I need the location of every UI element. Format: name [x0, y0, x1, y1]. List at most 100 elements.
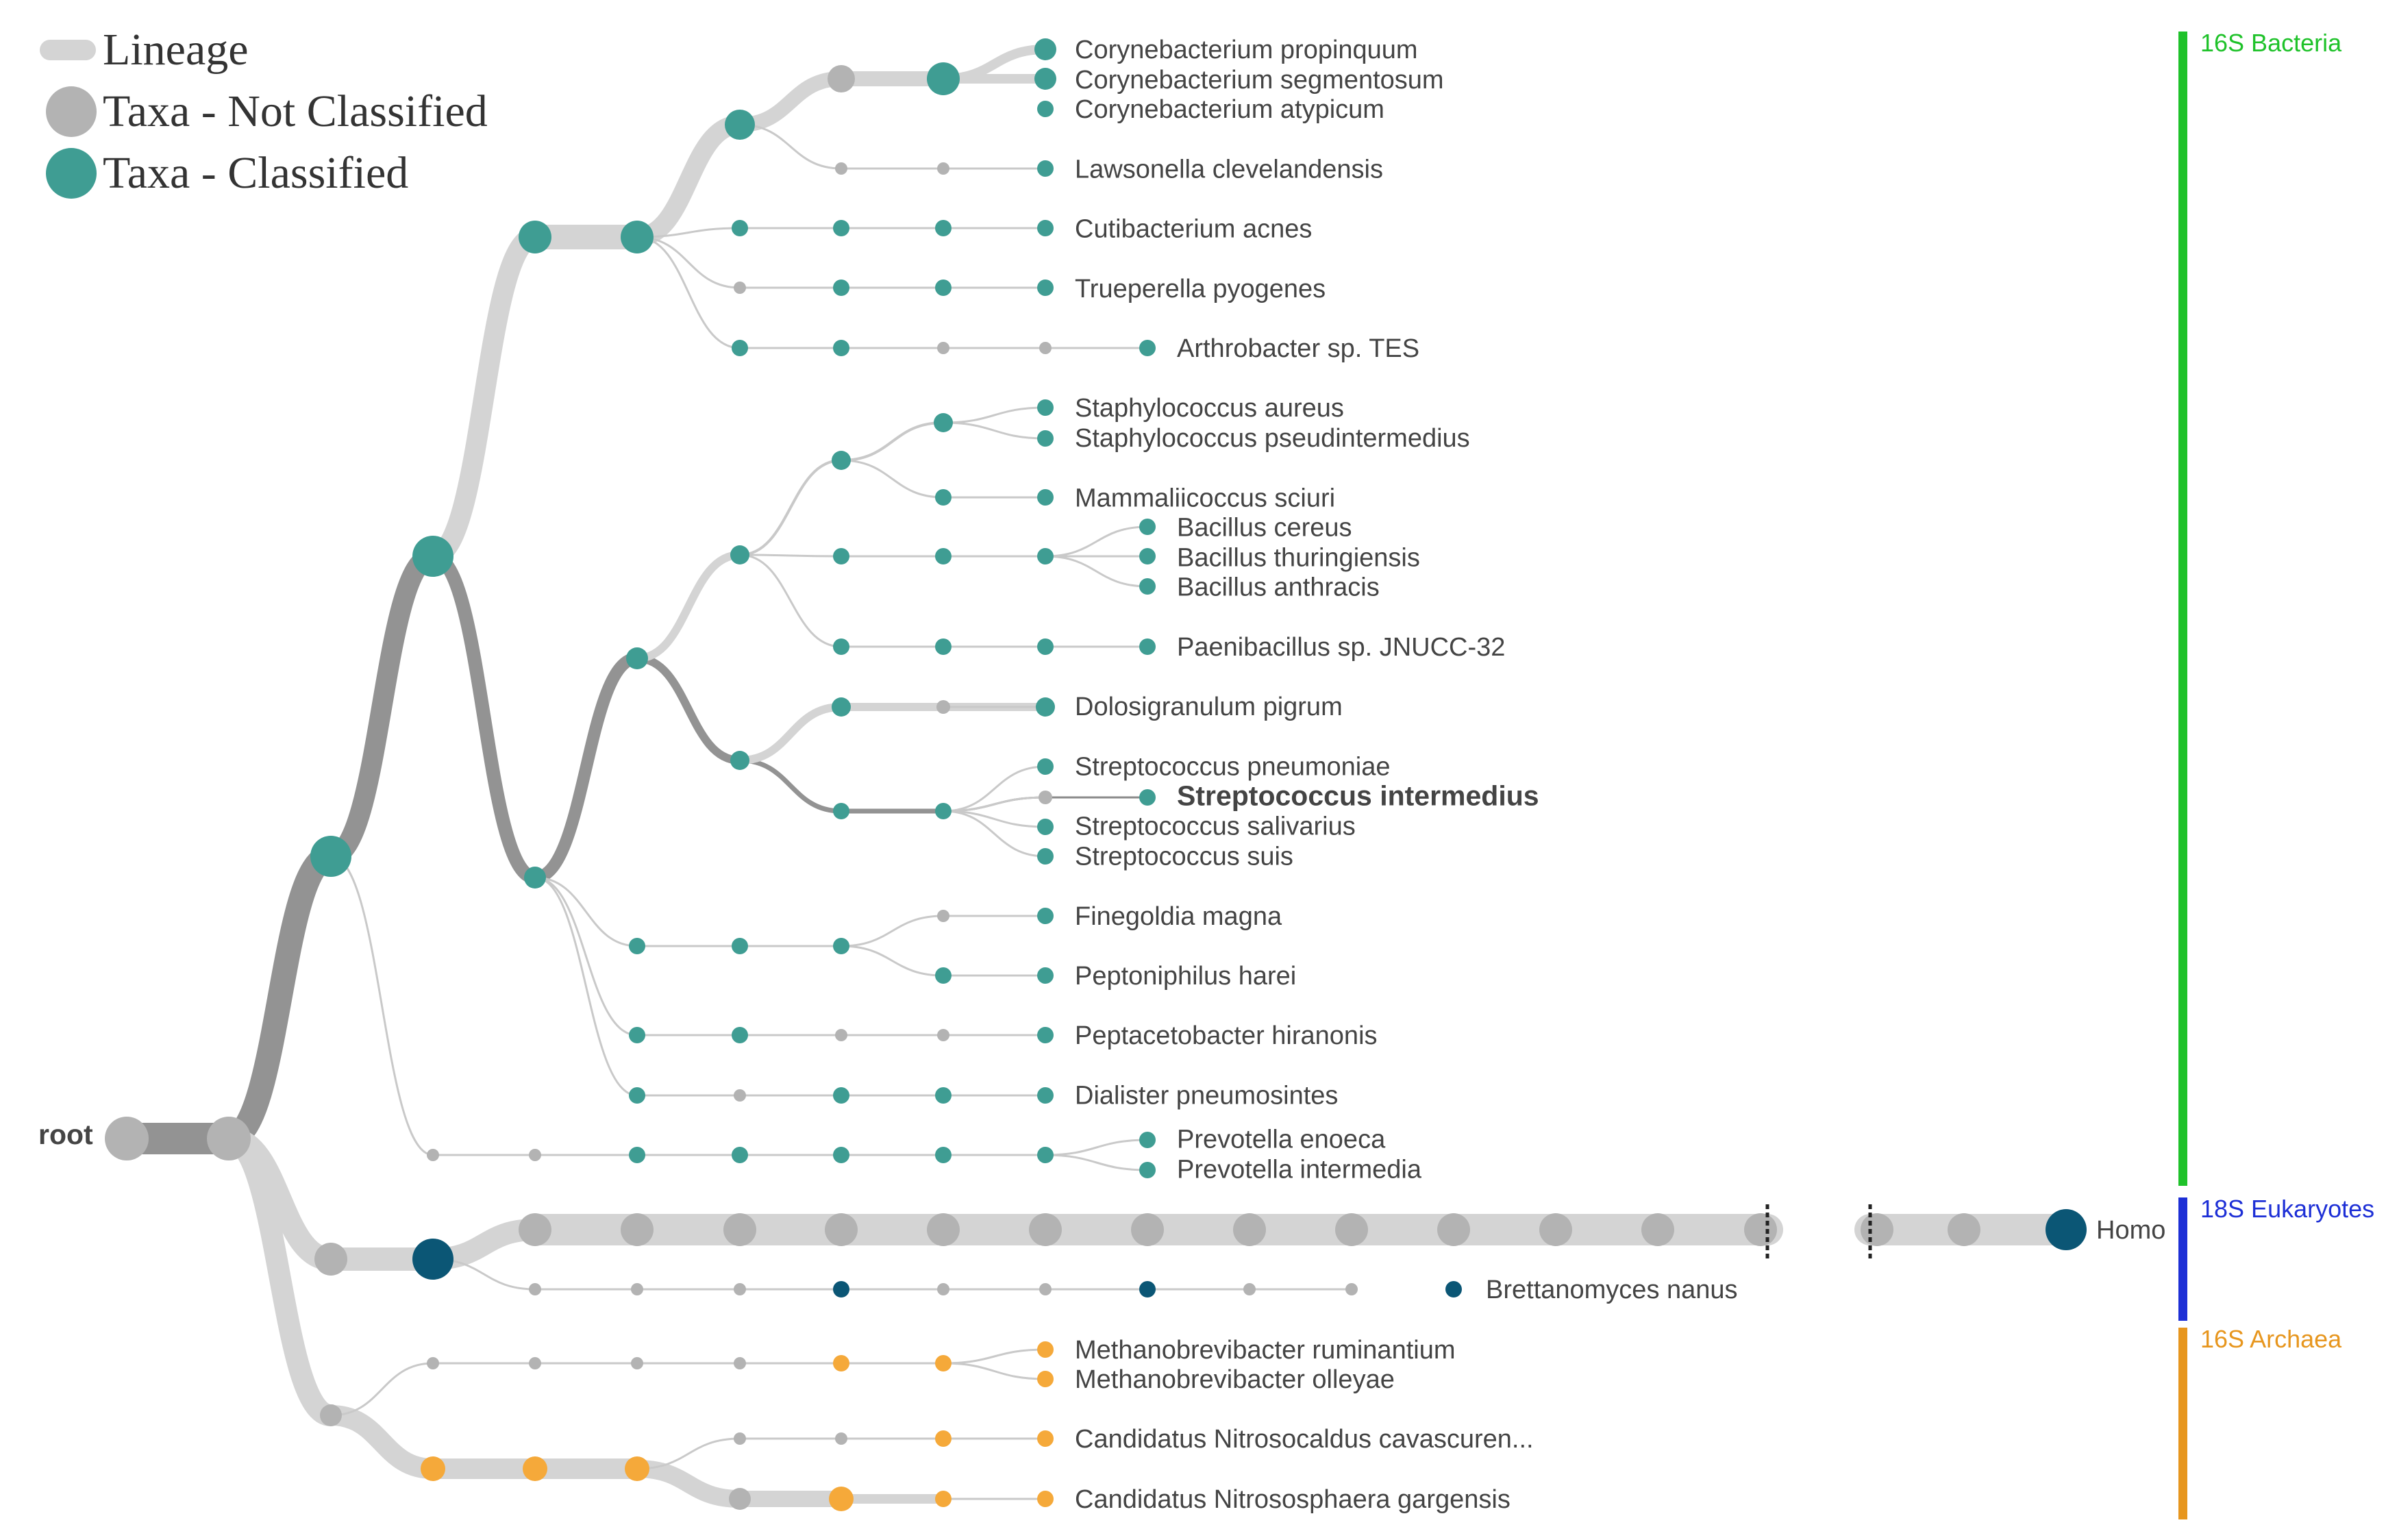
legend: Lineage Taxa - Not Classified Taxa - Cla… [40, 25, 488, 199]
taxa-node-not-classified [734, 282, 746, 294]
branch-line [739, 459, 842, 556]
taxa-node-not-classified [927, 1213, 960, 1246]
taxa-node-classified [1037, 101, 1054, 117]
taxa-node-classified [625, 1456, 649, 1481]
taxa-node-classified [1037, 1491, 1054, 1507]
branch-line [534, 876, 638, 1036]
taxa-node-classified [732, 220, 748, 236]
taxa-node-classified [1037, 399, 1054, 416]
leaf-label: Cutibacterium acnes [1075, 215, 1312, 244]
taxa-node-not-classified [937, 910, 949, 922]
taxa-node-classified [1139, 548, 1156, 564]
taxa-node-not-classified [1744, 1213, 1777, 1246]
taxa-node-not-classified [1131, 1213, 1164, 1246]
taxa-node-classified [833, 548, 849, 564]
taxa-node-classified [1139, 638, 1156, 655]
leaf-label: Dialister pneumosintes [1075, 1081, 1338, 1110]
taxa-node-not-classified [835, 1029, 847, 1041]
leaf-label: Streptococcus intermedius [1177, 780, 1539, 811]
taxa-node-classified [730, 751, 749, 770]
taxa-node-classified [629, 1087, 645, 1104]
taxa-node-classified [523, 1456, 547, 1481]
branch-line [636, 1437, 741, 1470]
taxa-node-not-classified [1948, 1213, 1980, 1246]
branch-lines [330, 123, 1352, 1500]
taxa-node-classified [1037, 280, 1054, 296]
leaf-label: Paenibacillus sp. JNUCC-32 [1177, 633, 1505, 662]
branch-line [330, 855, 434, 1156]
leaf-label: Peptacetobacter hiranonis [1075, 1021, 1378, 1050]
leaf-label: Streptococcus salivarius [1075, 812, 1356, 841]
leaf-label: Prevotella intermedia [1177, 1156, 1422, 1184]
taxa-node-not-classified [729, 1488, 751, 1510]
legend-lineage-swatch [40, 40, 96, 60]
leaf-label: Bacillus cereus [1177, 514, 1352, 543]
branch-line [739, 123, 842, 170]
taxa-node-classified [833, 1087, 849, 1104]
branch-line [330, 1362, 434, 1417]
taxa-node-classified [1037, 220, 1054, 236]
taxa-node-classified [935, 1430, 952, 1447]
taxa-node-not-classified [314, 1243, 347, 1276]
leaf-label: Mammaliicoccus sciuri [1075, 484, 1335, 512]
taxa-node-classified [935, 280, 952, 296]
taxa-node-classified [1037, 1430, 1054, 1447]
leaf-label: Dolosigranulum pigrum [1075, 693, 1343, 721]
taxa-node-not-classified [1641, 1213, 1674, 1246]
root-label: root [38, 1119, 93, 1150]
branch-line [943, 406, 1046, 424]
taxa-node-classified [421, 1456, 445, 1481]
leaf-label: Finegoldia magna [1075, 902, 1282, 931]
branch-line [739, 554, 842, 558]
leaf-label: Candidatus Nitrosocaldus cavascuren... [1075, 1425, 1534, 1454]
taxa-node-not-classified [427, 1357, 439, 1369]
branch-line [943, 421, 1046, 440]
lineage-band [633, 551, 744, 662]
taxa-node-classified [1037, 1341, 1054, 1358]
legend-lineage-label: Lineage [103, 25, 249, 75]
taxa-node-classified [732, 340, 748, 356]
branch-line [943, 1362, 1046, 1380]
lineage-band [628, 1460, 749, 1508]
lineage-band [218, 1128, 342, 1426]
taxa-node-classified [927, 62, 960, 95]
taxa-node-classified [629, 1147, 645, 1163]
leaf-label: Peptoniphilus harei [1075, 962, 1296, 991]
taxa-node-classified [935, 220, 952, 236]
taxa-nodes [105, 38, 2087, 1511]
taxa-node-classified [833, 1281, 849, 1297]
taxa-node-not-classified [631, 1357, 643, 1369]
taxa-node-classified [1034, 68, 1056, 90]
taxa-node-classified [629, 938, 645, 954]
taxa-node-classified [621, 221, 654, 253]
taxa-node-classified [1037, 1371, 1054, 1387]
taxa-node-classified [1139, 1132, 1156, 1148]
taxa-node-classified [629, 1027, 645, 1043]
branch-line [534, 876, 638, 1097]
taxa-node-classified [1139, 519, 1156, 535]
domain-bar-archaea [2178, 1328, 2187, 1519]
branch-line [943, 810, 1046, 858]
taxa-node-not-classified [1345, 1283, 1358, 1295]
taxa-node-classified [725, 110, 755, 140]
taxa-node-classified [829, 1487, 854, 1511]
taxa-node-not-classified [1039, 342, 1052, 354]
taxa-node-not-classified [937, 342, 949, 354]
taxa-node-classified [2046, 1209, 2087, 1250]
lineage-band [426, 549, 542, 884]
leaf-label: Candidatus Nitrososphaera gargensis [1075, 1485, 1511, 1514]
lineage-band [423, 227, 545, 567]
truncation-marks [1765, 1204, 1872, 1259]
taxa-node-not-classified [734, 1432, 746, 1445]
taxa-node-not-classified [320, 1404, 342, 1426]
branch-line [841, 915, 944, 947]
taxa-node-not-classified [937, 1283, 949, 1295]
leaf-label: Bacillus thuringiensis [1177, 544, 1420, 573]
leaf-label: Staphylococcus pseudintermedius [1075, 424, 1470, 453]
taxa-node-not-classified [1233, 1213, 1266, 1246]
branch-line [1045, 1139, 1148, 1156]
taxa-node-classified [833, 220, 849, 236]
taxa-node-classified [833, 1355, 849, 1371]
lineage-band [732, 71, 849, 132]
taxa-node-not-classified [1437, 1213, 1470, 1246]
